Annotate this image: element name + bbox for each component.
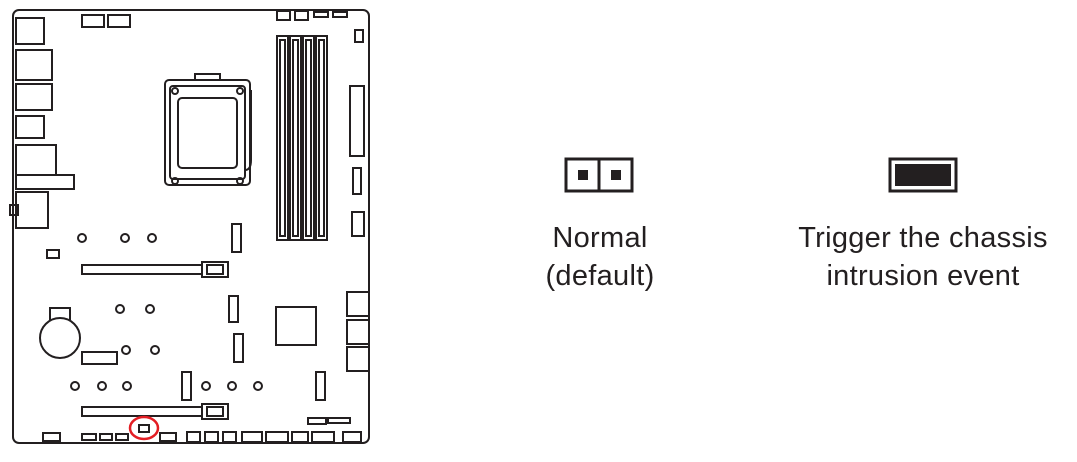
header xyxy=(332,11,348,18)
caption-line: (default) xyxy=(545,260,655,292)
sata-port xyxy=(346,319,370,345)
header xyxy=(276,10,291,21)
jumper-closed-icon xyxy=(888,157,958,193)
header xyxy=(307,417,327,425)
header xyxy=(181,371,192,401)
io-port xyxy=(9,204,19,216)
header xyxy=(349,85,365,157)
jumper-open-icon xyxy=(564,157,634,193)
header xyxy=(107,14,131,28)
dimm-slots xyxy=(276,35,328,241)
header xyxy=(159,432,177,442)
header xyxy=(81,433,97,441)
io-port xyxy=(15,144,57,176)
header xyxy=(342,431,362,443)
header xyxy=(315,371,326,401)
io-port xyxy=(15,191,49,229)
highlight-circle xyxy=(128,415,160,441)
header xyxy=(351,211,365,237)
caption-normal: Normal (default) xyxy=(500,219,700,295)
chipset xyxy=(275,306,317,346)
io-port xyxy=(15,174,75,190)
jci-header xyxy=(138,424,150,433)
caption-line: Trigger the chassis xyxy=(798,222,1048,254)
header xyxy=(311,431,335,443)
header xyxy=(291,431,309,443)
sata-port xyxy=(346,291,370,317)
io-port xyxy=(15,17,45,45)
header xyxy=(352,167,362,195)
sata-port xyxy=(346,346,370,372)
io-port xyxy=(15,83,53,111)
io-port xyxy=(15,49,53,81)
motherboard-diagram xyxy=(9,9,370,444)
header xyxy=(42,432,61,442)
header xyxy=(231,223,242,253)
header xyxy=(81,351,118,365)
cmos-battery xyxy=(39,307,81,359)
header xyxy=(294,10,309,21)
header xyxy=(228,295,239,323)
header xyxy=(313,11,329,18)
pcie-slot xyxy=(81,403,229,420)
header xyxy=(327,417,351,424)
header xyxy=(204,431,219,443)
header xyxy=(46,249,60,259)
header xyxy=(99,433,113,441)
header xyxy=(115,433,129,441)
caption-trigger: Trigger the chassis intrusion event xyxy=(770,219,1076,295)
pcie-slot xyxy=(81,261,229,278)
header xyxy=(354,29,364,43)
header xyxy=(233,333,244,363)
io-port xyxy=(15,115,45,139)
header xyxy=(81,14,105,28)
header xyxy=(265,431,289,443)
header xyxy=(222,431,237,443)
header xyxy=(186,431,201,443)
caption-line: intrusion event xyxy=(826,260,1020,292)
cpu-socket xyxy=(164,73,252,186)
header xyxy=(241,431,263,443)
caption-line: Normal xyxy=(552,222,648,254)
